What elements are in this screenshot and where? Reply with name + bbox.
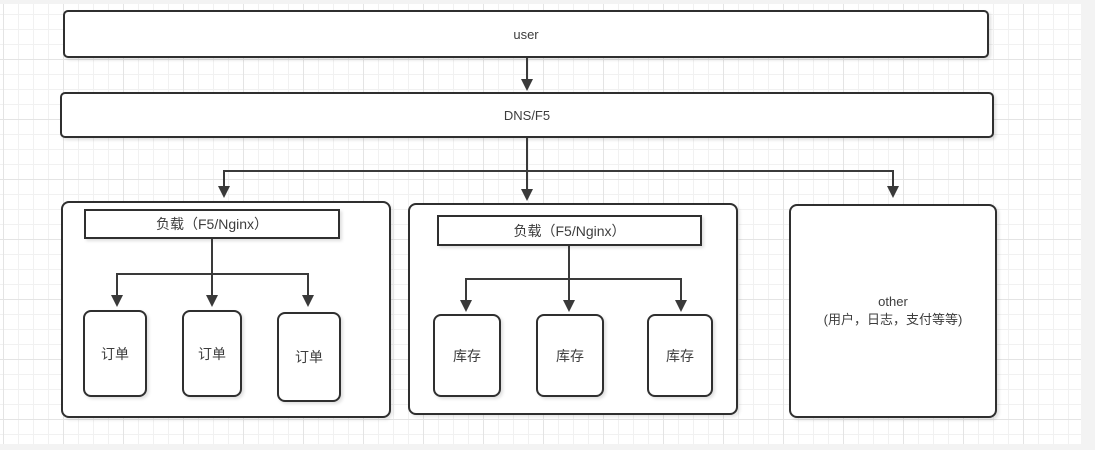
connector-line <box>116 273 118 296</box>
connector-line <box>465 278 467 301</box>
connector-line <box>680 278 682 301</box>
dns-node-label: DNS/F5 <box>503 107 551 123</box>
order-node-2[interactable]: 订单 <box>182 310 242 397</box>
canvas-margin-right <box>1081 4 1095 444</box>
inventory-node-3[interactable]: 库存 <box>647 314 713 397</box>
connector-line <box>568 278 570 301</box>
canvas-margin-bottom <box>0 444 1095 450</box>
connector-line <box>568 246 570 279</box>
order-node-3[interactable]: 订单 <box>277 312 341 402</box>
other-node[interactable]: other (用户，日志，支付等等) <box>789 204 997 418</box>
other-node-title: other <box>878 294 908 310</box>
arrowhead-down-icon <box>302 295 314 307</box>
arrowhead-down-icon <box>675 300 687 312</box>
arrowhead-down-icon <box>460 300 472 312</box>
connector-line <box>526 171 528 189</box>
arrowhead-down-icon <box>206 295 218 307</box>
canvas-margin-top <box>0 0 1095 4</box>
order-cluster-header-label: 负载（F5/Nginx） <box>155 216 269 232</box>
order-node-1-label: 订单 <box>101 345 129 362</box>
inventory-node-2-label: 库存 <box>556 347 584 364</box>
connector-line <box>526 58 528 79</box>
connector-line <box>526 138 528 171</box>
arrowhead-down-icon <box>563 300 575 312</box>
inventory-cluster-header-label: 负载（F5/Nginx） <box>513 222 626 239</box>
order-node-2-label: 订单 <box>198 345 226 362</box>
inventory-cluster-header[interactable]: 负载（F5/Nginx） <box>437 215 702 246</box>
order-cluster-header[interactable]: 负载（F5/Nginx） <box>84 209 340 239</box>
inventory-node-3-label: 库存 <box>666 347 694 364</box>
connector-line <box>211 273 213 296</box>
inventory-node-1-label: 库存 <box>453 347 481 364</box>
user-node[interactable]: user <box>63 10 989 58</box>
connector-line <box>211 239 213 274</box>
arrowhead-down-icon <box>887 186 899 198</box>
connector-line <box>307 273 309 296</box>
arrowhead-down-icon <box>521 189 533 201</box>
connector-line <box>223 170 225 186</box>
connector-line <box>465 278 682 280</box>
arrowhead-down-icon <box>521 79 533 91</box>
arrowhead-down-icon <box>111 295 123 307</box>
order-node-1[interactable]: 订单 <box>83 310 147 397</box>
inventory-node-2[interactable]: 库存 <box>536 314 604 397</box>
order-node-3-label: 订单 <box>295 349 323 365</box>
connector-line <box>892 170 894 186</box>
dns-node[interactable]: DNS/F5 <box>60 92 994 138</box>
arrowhead-down-icon <box>218 186 230 198</box>
connector-line <box>224 170 894 172</box>
user-node-label: user <box>513 26 539 42</box>
other-node-subtitle: (用户，日志，支付等等) <box>823 312 963 327</box>
inventory-node-1[interactable]: 库存 <box>433 314 501 397</box>
